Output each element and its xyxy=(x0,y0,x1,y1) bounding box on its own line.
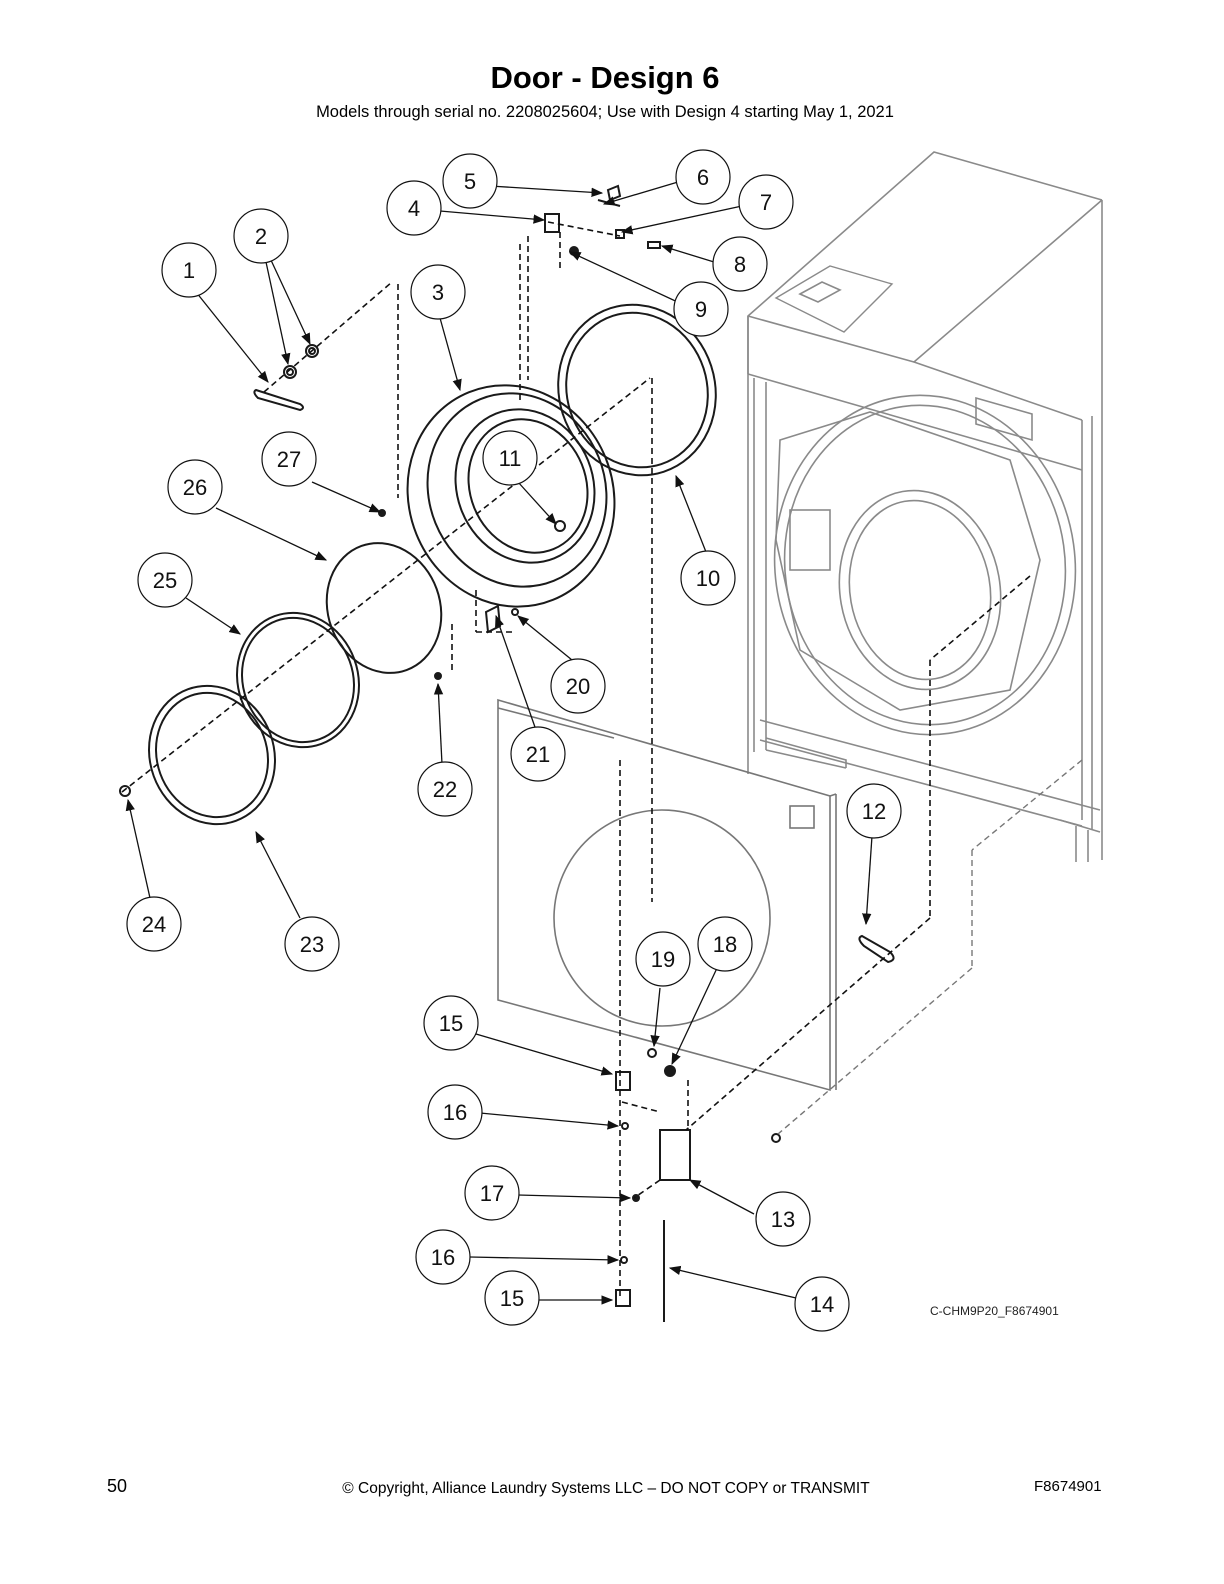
page-number: 50 xyxy=(107,1476,128,1496)
svg-text:3: 3 xyxy=(432,280,444,305)
callout-15: 15 xyxy=(423,995,479,1051)
callout-5: 5 xyxy=(442,153,498,209)
page-title: Door - Design 6 xyxy=(490,60,720,95)
callout-20: 20 xyxy=(550,658,606,714)
svg-text:11: 11 xyxy=(499,446,522,471)
callout-13: 13 xyxy=(755,1191,811,1247)
svg-text:17: 17 xyxy=(480,1181,504,1206)
svg-text:23: 23 xyxy=(300,932,324,957)
callout-22: 22 xyxy=(417,761,473,817)
callout-6: 6 xyxy=(675,149,731,205)
svg-text:5: 5 xyxy=(464,169,476,194)
callout-24: 24 xyxy=(126,896,182,952)
svg-text:27: 27 xyxy=(277,447,301,472)
svg-text:18: 18 xyxy=(713,932,737,957)
page-subtitle: Models through serial no. 2208025604; Us… xyxy=(316,103,894,121)
callout-8: 8 xyxy=(712,236,768,292)
svg-text:21: 21 xyxy=(526,742,550,767)
svg-text:19: 19 xyxy=(651,947,675,972)
svg-text:6: 6 xyxy=(697,165,709,190)
svg-text:14: 14 xyxy=(810,1292,834,1317)
callout-9: 9 xyxy=(673,281,729,337)
svg-text:22: 22 xyxy=(433,777,457,802)
svg-text:26: 26 xyxy=(183,475,207,500)
svg-text:10: 10 xyxy=(696,566,720,591)
svg-text:16: 16 xyxy=(443,1100,467,1125)
callout-27: 27 xyxy=(261,431,317,487)
callout-18: 18 xyxy=(697,916,753,972)
svg-text:13: 13 xyxy=(771,1207,795,1232)
callout-2: 2 xyxy=(233,208,289,264)
callout-16-lower: 16 xyxy=(415,1229,471,1285)
callout-14: 14 xyxy=(794,1276,850,1332)
door-parts xyxy=(119,184,895,1322)
svg-text:2: 2 xyxy=(255,224,267,249)
svg-text:15: 15 xyxy=(439,1011,463,1036)
callout-12: 12 xyxy=(846,783,902,839)
callout-4: 4 xyxy=(386,180,442,236)
svg-text:8: 8 xyxy=(734,252,746,277)
callout-7: 7 xyxy=(738,174,794,230)
svg-text:1: 1 xyxy=(183,258,195,283)
svg-text:20: 20 xyxy=(566,674,590,699)
callout-17: 17 xyxy=(464,1165,520,1221)
callout-3: 3 xyxy=(410,264,466,320)
drawing-reference-code: C-CHM9P20_F8674901 xyxy=(930,1304,1059,1318)
copyright-notice: © Copyright, Alliance Laundry Systems LL… xyxy=(342,1480,870,1497)
handle-part xyxy=(253,388,304,412)
svg-text:25: 25 xyxy=(153,568,177,593)
assembly-lines xyxy=(121,221,1031,1300)
leader-arrows xyxy=(125,181,873,1305)
svg-text:24: 24 xyxy=(142,912,166,937)
assembly-lines-gray xyxy=(777,759,1083,1135)
svg-text:15: 15 xyxy=(500,1286,524,1311)
document-id: F8674901 xyxy=(1034,1478,1102,1495)
callout-1: 1 xyxy=(161,242,217,298)
callout-23: 23 xyxy=(284,916,340,972)
callout-19: 19 xyxy=(635,931,691,987)
callout-15-lower: 15 xyxy=(484,1270,540,1326)
callout-11: 11 xyxy=(482,430,538,486)
callout-21: 21 xyxy=(510,726,566,782)
svg-text:4: 4 xyxy=(408,196,420,221)
callout-16: 16 xyxy=(427,1084,483,1140)
front-panel xyxy=(497,698,837,1092)
callout-10: 10 xyxy=(680,550,736,606)
svg-text:9: 9 xyxy=(695,297,707,322)
callout-25: 25 xyxy=(137,552,193,608)
svg-text:16: 16 xyxy=(431,1245,455,1270)
callouts: 1 2 3 4 5 6 7 8 9 10 11 12 13 14 15 16 1… xyxy=(126,149,902,1332)
washer-cabinet xyxy=(747,151,1103,862)
svg-text:12: 12 xyxy=(862,799,886,824)
callout-26: 26 xyxy=(167,459,223,515)
svg-text:7: 7 xyxy=(760,190,772,215)
